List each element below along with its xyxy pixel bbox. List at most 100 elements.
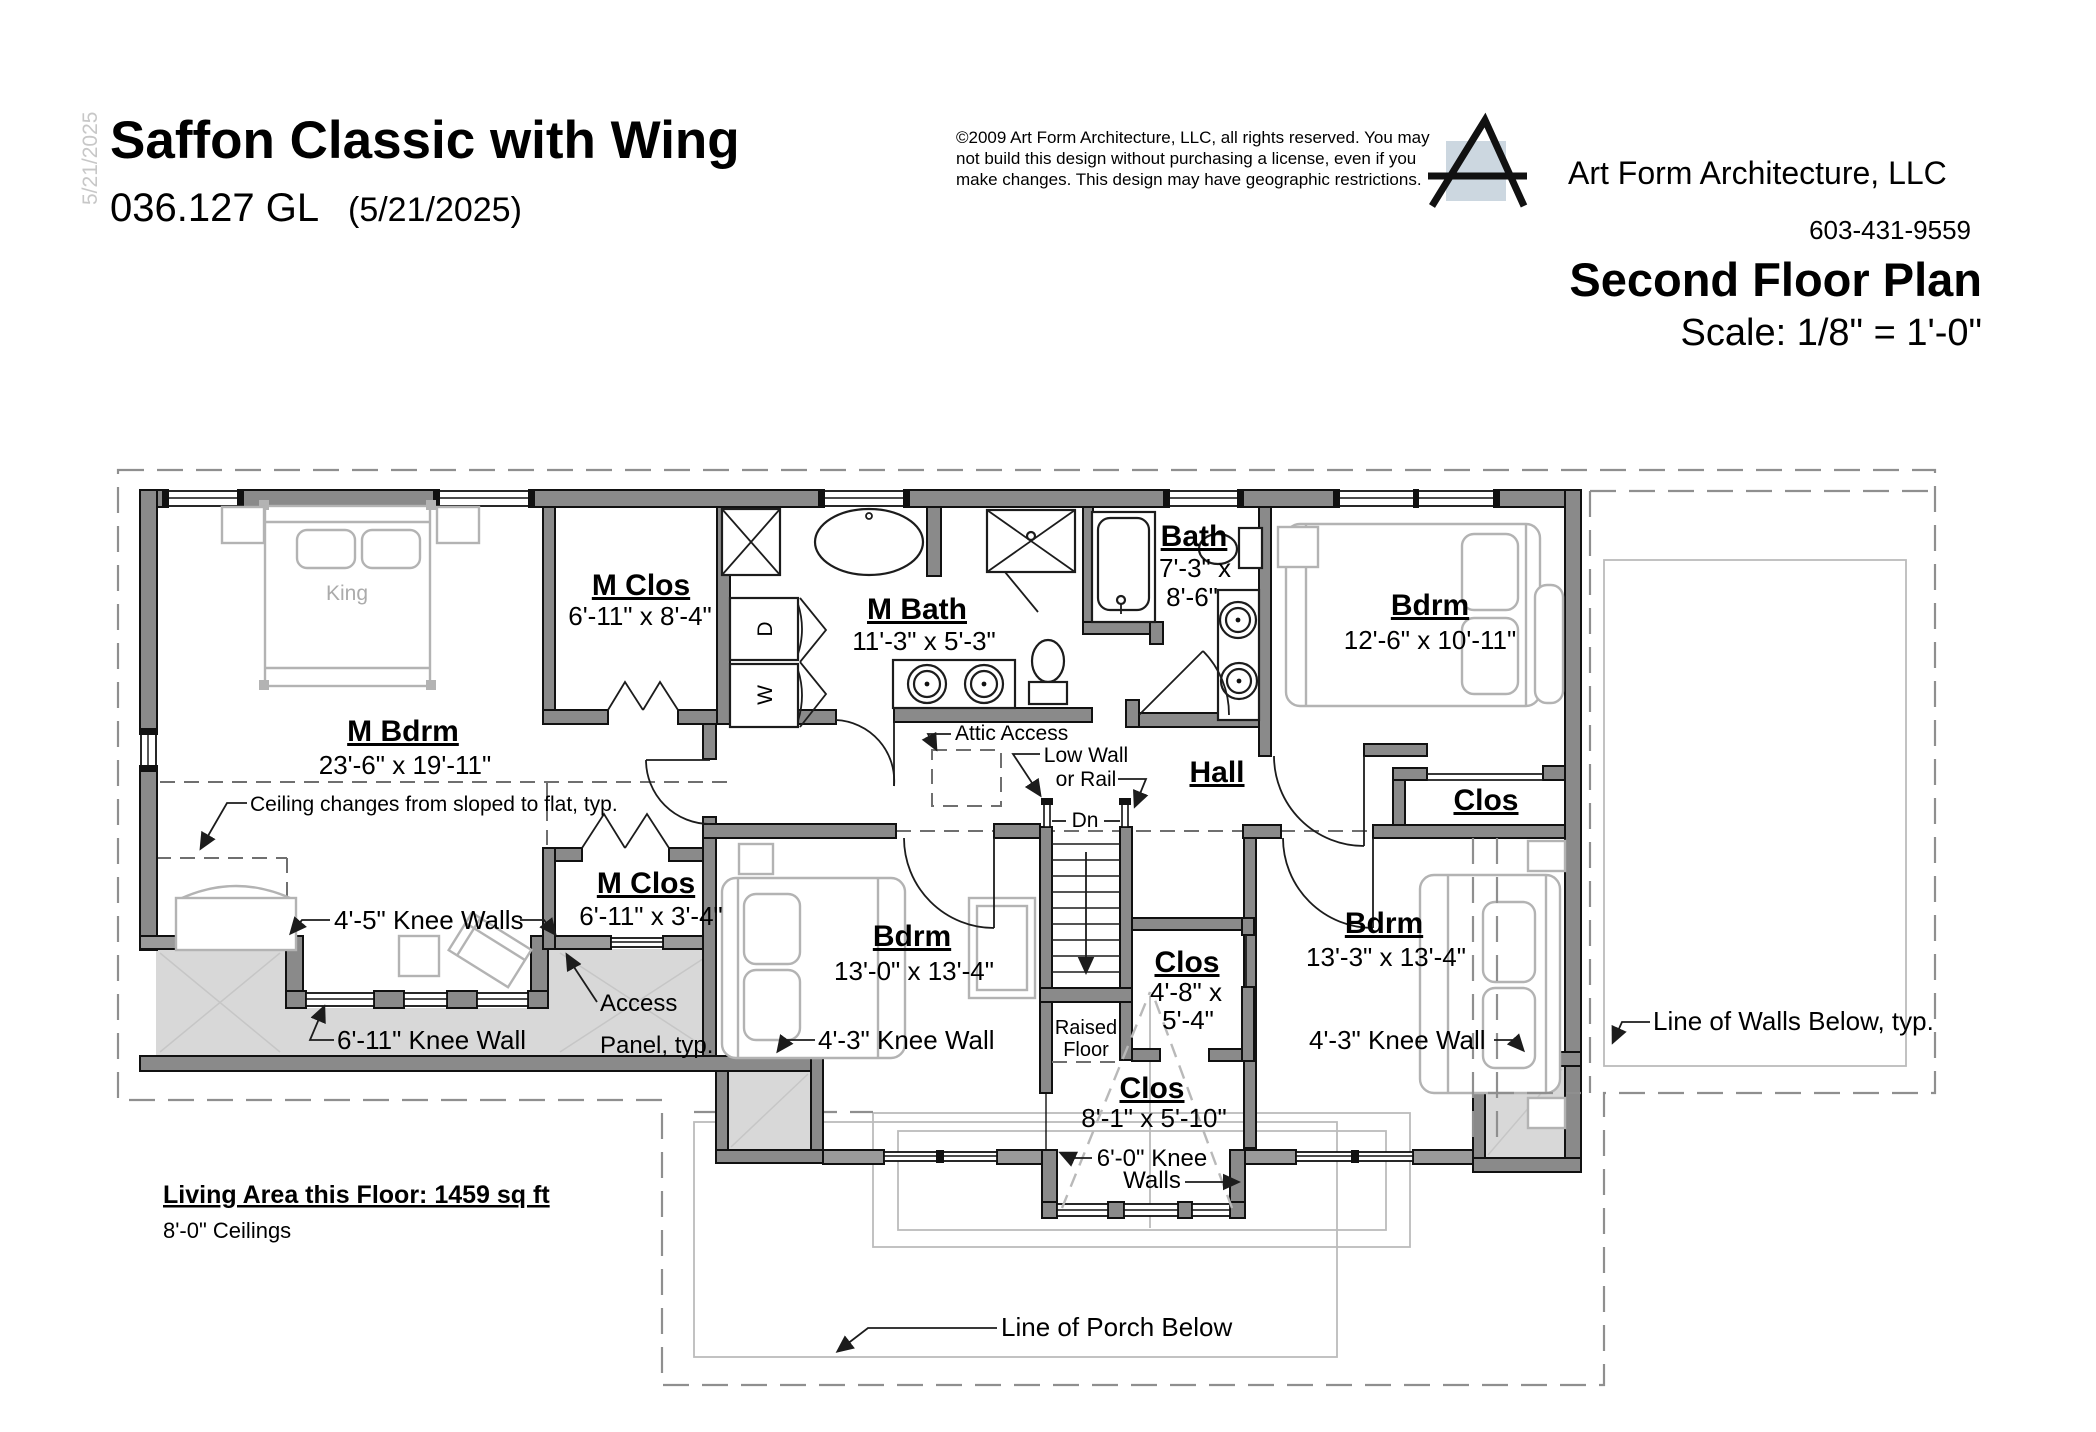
dim-bdrm-ne: 12'-6" x 10'-11" [1344,625,1516,655]
nightstand-bdrm-se-bottom [1526,1096,1567,1130]
leader-low-wall-right [1118,778,1149,809]
wall-left-upper [139,489,158,733]
wall-bdrm-se-north-2 [1372,824,1566,839]
plan-date: (5/21/2025) [348,191,522,229]
note-knee-60-1: 6'-0" Knee [1097,1145,1208,1172]
knee-wall-mclos-1 [547,935,612,950]
leader-low-wall-left [1011,753,1042,798]
note-walls-below: Line of Walls Below, typ. [1653,1006,1934,1036]
label-bdrm-ne: Bdrm [1391,589,1469,622]
wall-right [1564,489,1582,1173]
note-porch-below: Line of Porch Below [1001,1312,1232,1342]
wall-hall-post [1125,699,1140,728]
room-labels: M Bdrm 23'-6" x 19'-11" M Clos 6'-11" x … [319,520,1519,1133]
note-knee-43-left: 4'-3" Knee Wall [818,1025,995,1055]
header: 5/21/2025 Saffon Classic with Wing 036.1… [79,111,1982,354]
leader-knee-43-right [1494,1033,1526,1053]
knee-wall-right-1 [1244,1149,1297,1165]
label-clos-e: Clos [1453,784,1518,817]
knee-wall-center-2 [996,1149,1043,1165]
wall-shower-pocket [926,506,942,577]
fixtures [720,507,1264,729]
window-knee-center [883,1150,998,1163]
note-low-wall-2: or Rail [1056,768,1117,791]
chair-mbdrm [447,911,533,989]
stair-rails [1041,798,1131,828]
washer-box [728,662,803,729]
note-knee-43-right: 4'-3" Knee Wall [1309,1025,1486,1055]
porch-roof-outline-2 [897,1130,1387,1231]
label-m-clos2: M Clos [597,867,695,900]
mbath-shower [985,508,1077,574]
access-panel-window [610,937,664,948]
door-mclos [607,680,679,711]
knee-wall-center-1 [822,1149,885,1165]
wall-clos-mid-east [1241,986,1255,1062]
table-mbdrm [397,934,441,978]
window-dormer-2 [1123,1203,1179,1217]
dormer-slope-left [1060,991,1152,1209]
dim-bath-2: 8'-6" [1166,582,1218,612]
plan-number: 036.127 GL [110,186,319,230]
copyright-line3: make changes. This design may have geogr… [956,170,1422,189]
dormer-post-4 [1229,1201,1246,1219]
dim-m-clos2: 6'-11" x 3'-4" [579,901,723,931]
dormer-post-1 [1041,1201,1058,1219]
label-bdrm-s: Bdrm [873,920,951,953]
wall-bdrm-s-west [702,837,717,1057]
attic-hatch-2 [159,952,281,1053]
annotations: Ceiling changes from sloped to flat, typ… [199,722,1934,1353]
bed-bdrm-ne [1284,522,1542,708]
note-ceiling-change: Ceiling changes from sloped to flat, typ… [250,793,618,816]
dim-m-clos: 6'-11" x 8'-4" [568,601,712,631]
garage-below-outline [1603,559,1907,1067]
note-attic-access: Attic Access [955,722,1068,745]
porch-roof-outline-1 [872,1112,1411,1248]
label-washer: W [754,685,777,705]
exterior-walls [139,489,1582,1219]
dim-m-bdrm: 23'-6" x 19'-11" [319,750,491,780]
window-mbdrm-left [139,728,158,772]
wall-clos-mid-south-1 [1131,1048,1161,1062]
bay-post-4 [527,990,549,1009]
scale-note: Scale: 1/8" = 1'-0" [1681,312,1982,354]
wall-bdrm-s-north-2 [993,823,1041,839]
window-mbath-top [818,489,910,508]
dim-clos-mid-2: 5'-4" [1162,1005,1214,1035]
wall-clos-e-top-stub [1392,767,1428,781]
summary: Living Area this Floor: 1459 sq ft 8'-0"… [163,1181,550,1243]
note-knee-45: 4'-5" Knee Walls [334,905,524,935]
wall-mclos2-west [542,847,556,950]
leader-knee-45-left [289,916,330,936]
ceiling-height-note: 8'-0" Ceilings [163,1218,291,1243]
window-bay-1 [305,992,375,1007]
copyright-line1: ©2009 Art Form Architecture, LLC, all ri… [956,128,1430,147]
note-knee-611: 6'-11" Knee Wall [337,1025,526,1055]
bath-vanity [1216,588,1261,722]
label-dn: Dn [1072,809,1099,832]
attic-access-panel [931,749,1002,807]
door-bdrm-se [1282,837,1374,929]
knee-wall-right-2 [1412,1149,1474,1165]
leader-knee-43-left [776,1034,815,1054]
label-king: King [326,582,368,605]
wall-left-lower [139,767,158,951]
leader-knee-611 [308,1004,334,1041]
mbath-tub [813,507,925,577]
dim-bdrm-se: 13'-3" x 13'-4" [1306,942,1466,972]
label-bath: Bath [1161,520,1228,553]
wall-clos-e-right-stub [1542,765,1566,781]
bath-tub [1090,510,1157,624]
door-mbdrm [645,759,711,825]
bed-bdrm-s [720,876,907,1060]
wall-bath-door-post [1149,621,1164,645]
label-m-clos: M Clos [592,569,690,602]
wall-wing-bottom [139,1055,824,1072]
doors [581,571,1374,929]
window-bay-3 [476,992,529,1007]
door-bdrm-s [903,837,995,929]
wall-mclos-south-1 [542,709,609,725]
door-shower [1004,571,1039,613]
wall-clos-mid-east-post [1241,917,1255,936]
note-access-1: Access [600,990,677,1017]
